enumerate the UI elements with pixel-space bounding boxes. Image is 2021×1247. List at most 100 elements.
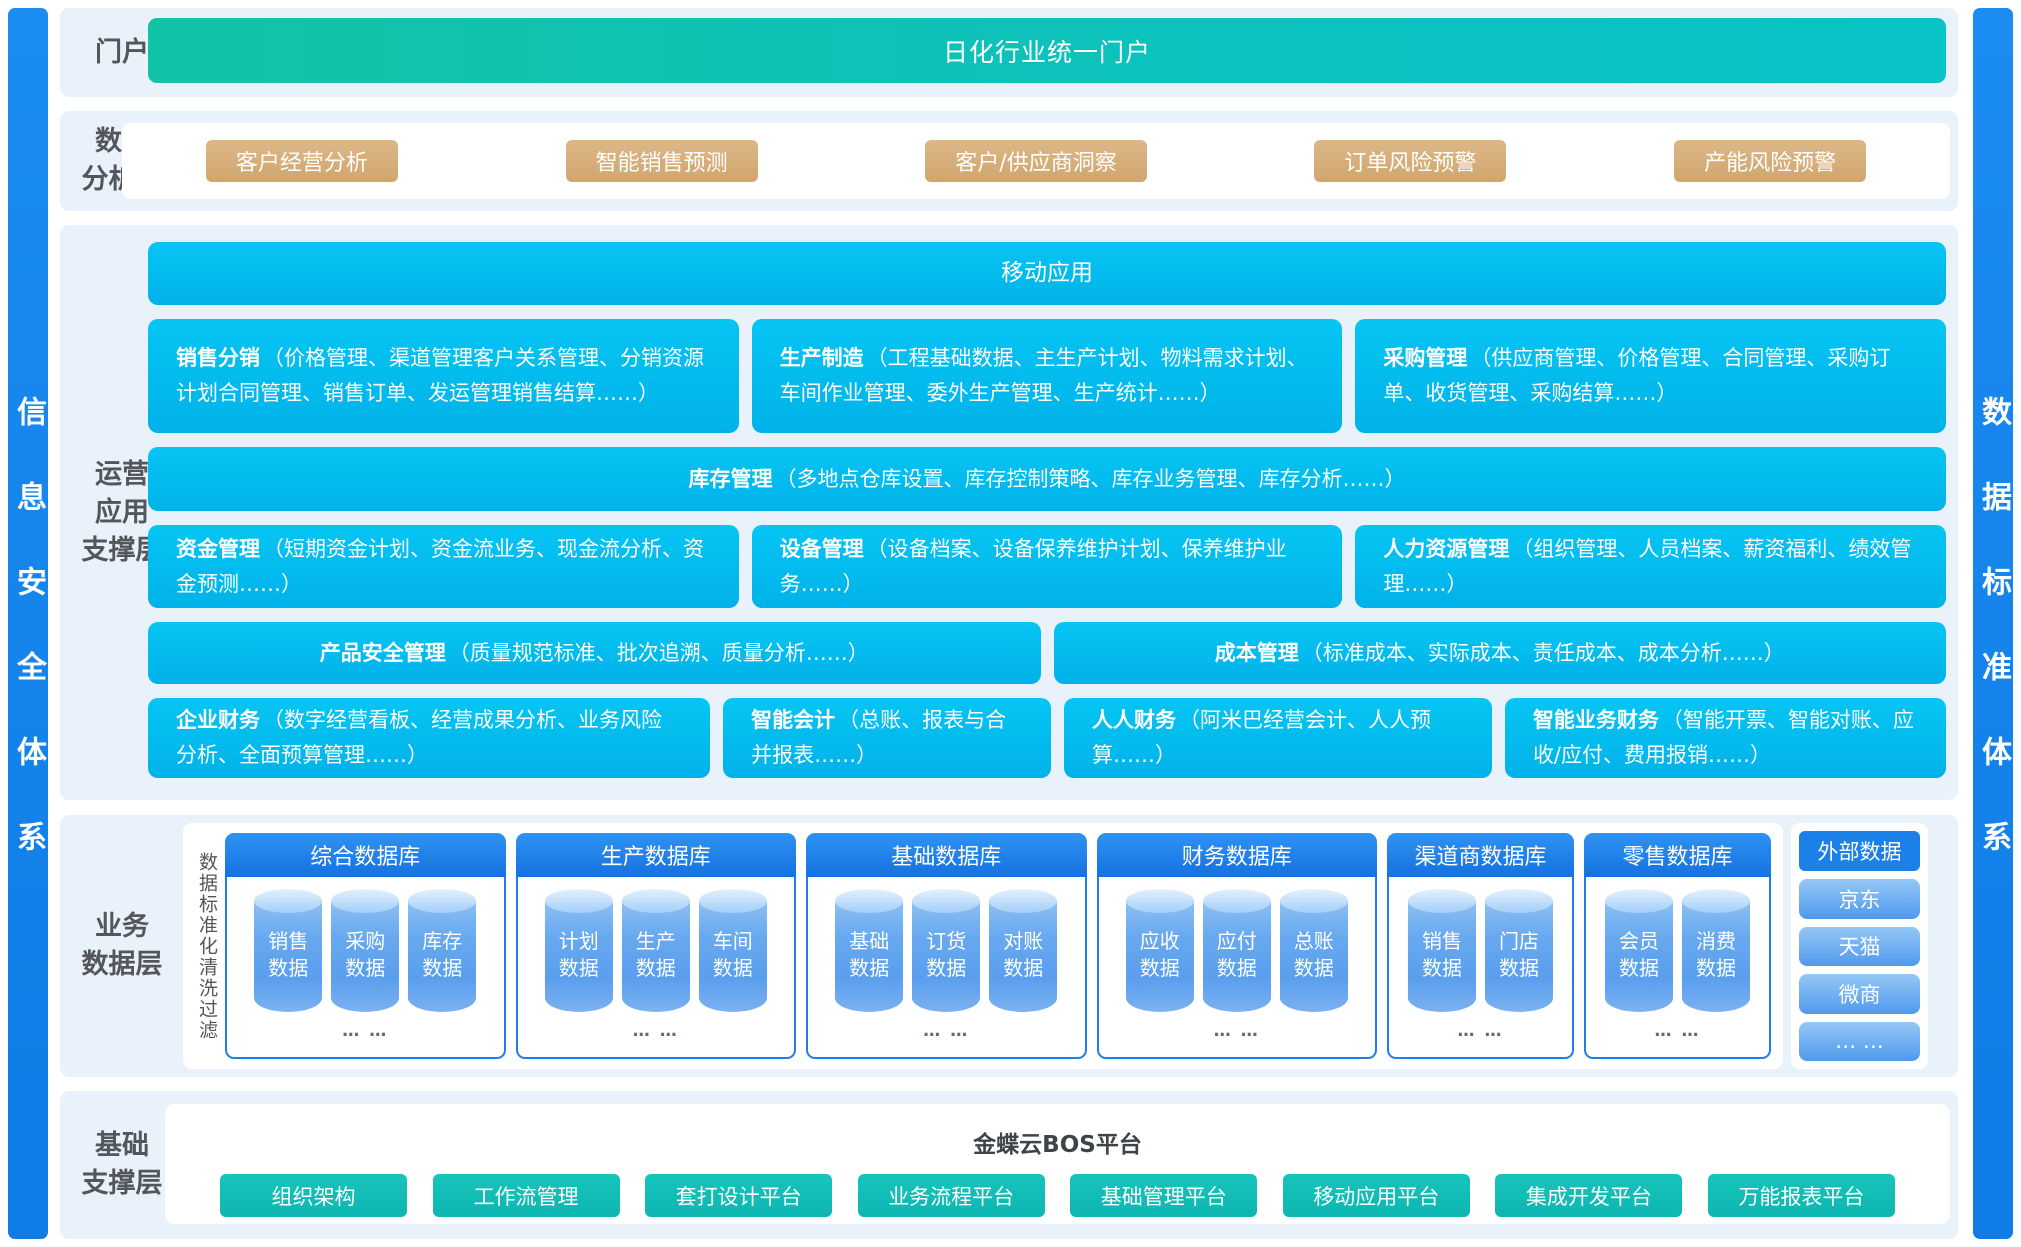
manufacturing-block: 生产制造（工程基础数据、主生产计划、物料需求计划、车间作业管理、委外生产管理、生… <box>751 319 1343 433</box>
db-cylinder: 销售数据 <box>1408 889 1476 1012</box>
manufacturing-title: 生产制造 <box>779 346 864 370</box>
db-cylinder-label: 销售数据 <box>1422 929 1462 980</box>
foundation-label-line1: 基础 <box>95 1130 149 1161</box>
db-cylinder: 应收数据 <box>1125 889 1194 1012</box>
funds-desc: （短期资金计划、资金流业务、现金流分析、资金预测……） <box>176 536 704 596</box>
db-group-header: 财务数据库 <box>1096 833 1377 877</box>
inventory-desc: （多地点仓库设置、库存控制策略、库存业务管理、库存分析……） <box>775 466 1406 491</box>
external-source-more: … … <box>1799 1021 1920 1061</box>
external-data-panel: 外部数据 京东 天猫 微商 … … <box>1791 823 1928 1069</box>
db-cylinder: 采购数据 <box>331 889 400 1012</box>
product-safety-desc: （质量规范标准、批次追溯、质量分析……） <box>448 640 869 665</box>
cost-desc: （标准成本、实际成本、责任成本、成本分析……） <box>1301 640 1785 665</box>
data-layer-section: 业务 数据层 数据标准化清洗过滤 综合数据库 销售数据 采购数据 库存数据 … … <box>60 815 1958 1077</box>
enterprise-finance-title: 企业财务 <box>176 708 260 732</box>
print-design-button: 套打设计平台 <box>645 1174 833 1217</box>
analysis-section: 数据 分析层 客户经营分析 智能销售预测 客户/供应商洞察 订单风险预警 产能风… <box>60 111 1958 211</box>
sales-forecast-button: 智能销售预测 <box>565 140 758 182</box>
foundation-panel: 金蝶云BOS平台 组织架构 工作流管理 套打设计平台 业务流程平台 基础管理平台… <box>165 1104 1950 1224</box>
more-dots: … … <box>1457 1021 1504 1041</box>
hr-desc: （组织管理、人员档案、薪资福利、绩效管理……） <box>1383 536 1912 596</box>
equipment-title: 设备管理 <box>779 536 864 561</box>
business-process-button: 业务流程平台 <box>857 1174 1045 1217</box>
operations-label-line1: 运营 <box>95 458 149 490</box>
db-cylinder-label: 订货数据 <box>926 929 967 980</box>
data-layer-label-line2: 数据层 <box>81 949 163 980</box>
order-risk-warning-button: 订单风险预警 <box>1314 140 1507 182</box>
smart-accounting-title: 智能会计 <box>751 708 836 732</box>
procurement-desc: （供应商管理、价格管理、合同管理、采购订单、收货管理、采购结算……） <box>1383 346 1891 405</box>
org-structure-button: 组织架构 <box>220 1174 407 1217</box>
db-cylinder: 库存数据 <box>408 889 477 1012</box>
db-cylinder-label: 生产数据 <box>635 929 676 980</box>
smart-business-finance-block: 智能业务财务（智能开票、智能对账、应收/应付、费用报销……） <box>1504 698 1946 778</box>
hr-block: 人力资源管理（组织管理、人员档案、薪资福利、绩效管理……） <box>1355 525 1947 608</box>
data-layer-section-label: 业务 数据层 <box>72 815 172 1077</box>
db-cylinder: 车间数据 <box>698 889 767 1012</box>
equipment-block: 设备管理（设备档案、设备保养维护计划、保养维护业务……） <box>751 525 1343 608</box>
workflow-button: 工作流管理 <box>432 1174 620 1217</box>
smart-business-finance-title: 智能业务财务 <box>1532 708 1659 732</box>
db-cylinder: 对账数据 <box>989 889 1058 1012</box>
db-cylinder: 计划数据 <box>544 889 613 1012</box>
data-cleaning-strip: 数据标准化清洗过滤 <box>189 833 225 1059</box>
sales-distribution-title: 销售分销 <box>176 346 260 370</box>
smart-accounting-block: 智能会计（总账、报表与合并报表……） <box>723 698 1052 778</box>
unified-portal-banner-text: 日化行业统一门户 <box>942 37 1151 67</box>
security-system-sidebar: 信息安全体系 <box>8 8 48 1239</box>
db-cylinder-label: 对账数据 <box>1003 929 1044 980</box>
more-dots: … … <box>923 1021 970 1041</box>
mobile-app-banner-text: 移动应用 <box>1001 260 1093 286</box>
db-cylinder: 消费数据 <box>1682 889 1750 1012</box>
db-group-body: 计划数据 生产数据 车间数据 … … <box>515 877 796 1059</box>
foundation-buttons-row: 组织架构 工作流管理 套打设计平台 业务流程平台 基础管理平台 移动应用平台 集… <box>165 1174 1950 1217</box>
db-cylinder-label: 会员数据 <box>1619 929 1659 980</box>
portal-section: 门户 日化行业统一门户 <box>60 8 1958 97</box>
unified-portal-banner: 日化行业统一门户 <box>148 18 1946 83</box>
foundation-label-line2: 支撑层 <box>81 1168 163 1199</box>
db-cylinder: 订货数据 <box>912 889 981 1012</box>
more-dots: … … <box>632 1021 679 1041</box>
more-dots: … … <box>1654 1021 1701 1041</box>
operations-section: 运营 应用 支撑层 移动应用 销售分销（价格管理、渠道管理客户关系管理、分销资源… <box>60 225 1958 800</box>
operations-label-line2: 应用 <box>95 496 149 528</box>
db-group-header: 基础数据库 <box>806 833 1087 877</box>
db-cylinder-label: 车间数据 <box>712 929 753 980</box>
db-group-comprehensive: 综合数据库 销售数据 采购数据 库存数据 … … <box>225 833 506 1059</box>
external-source-jd: 京东 <box>1799 879 1920 919</box>
db-cylinder-label: 销售数据 <box>268 929 309 980</box>
data-cleaning-strip-text: 数据标准化清洗过滤 <box>196 851 218 1041</box>
everyone-finance-block: 人人财务（阿米巴经营会计、人人预算……） <box>1064 698 1492 778</box>
db-cylinder: 生产数据 <box>621 889 690 1012</box>
db-group-header: 综合数据库 <box>225 833 506 877</box>
db-group-finance: 财务数据库 应收数据 应付数据 总账数据 … … <box>1096 833 1377 1059</box>
product-safety-title: 产品安全管理 <box>319 640 446 665</box>
inventory-title: 库存管理 <box>688 466 773 491</box>
operations-row-2: 库存管理（多地点仓库设置、库存控制策略、库存业务管理、库存分析……） <box>148 447 1946 511</box>
operations-row-5: 企业财务（数字经营看板、经营成果分析、业务风险分析、全面预算管理……） 智能会计… <box>148 698 1946 778</box>
db-group-channel: 渠道商数据库 销售数据 门店数据 … … <box>1387 833 1574 1059</box>
db-cylinder-label: 采购数据 <box>345 929 386 980</box>
integration-dev-button: 集成开发平台 <box>1495 1174 1683 1217</box>
sales-distribution-block: 销售分销（价格管理、渠道管理客户关系管理、分销资源计划合同管理、销售订单、发运管… <box>148 319 739 433</box>
smart-business-finance-desc: （智能开票、智能对账、应收/应付、费用报销……） <box>1532 708 1914 767</box>
customer-analysis-button: 客户经营分析 <box>205 140 398 182</box>
external-data-header: 外部数据 <box>1799 831 1920 871</box>
customer-supplier-insight-button: 客户/供应商洞察 <box>925 140 1147 182</box>
db-group-body: 应收数据 应付数据 总账数据 … … <box>1096 877 1377 1059</box>
more-dots: … … <box>1213 1021 1260 1041</box>
portal-section-label: 门户 <box>72 8 172 97</box>
everyone-finance-title: 人人财务 <box>1092 708 1177 732</box>
operations-row-3: 资金管理（短期资金计划、资金流业务、现金流分析、资金预测……） 设备管理（设备档… <box>148 525 1947 608</box>
data-standard-sidebar: 数据标准体系 <box>1973 8 2013 1239</box>
db-cylinder: 基础数据 <box>835 889 904 1012</box>
db-cylinder: 会员数据 <box>1605 889 1673 1012</box>
db-cylinder-label: 消费数据 <box>1696 929 1736 980</box>
funds-title: 资金管理 <box>176 536 260 561</box>
foundation-section: 基础 支撑层 金蝶云BOS平台 组织架构 工作流管理 套打设计平台 业务流程平台… <box>60 1091 1958 1239</box>
bos-platform-title: 金蝶云BOS平台 <box>973 1132 1142 1158</box>
mobile-app-banner: 移动应用 <box>148 242 1946 305</box>
db-group-body: 销售数据 采购数据 库存数据 … … <box>225 877 506 1059</box>
security-system-label: 信息安全体系 <box>11 396 46 906</box>
db-cylinder-label: 应付数据 <box>1216 929 1257 980</box>
